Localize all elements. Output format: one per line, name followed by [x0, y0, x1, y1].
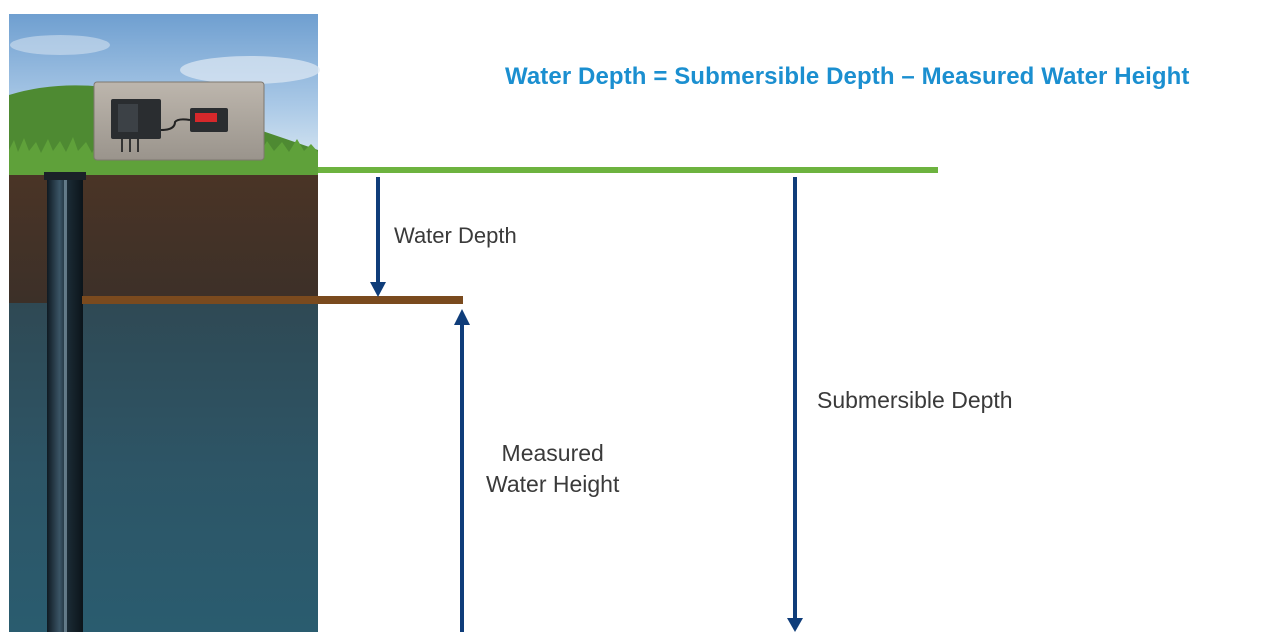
cloud	[180, 56, 320, 84]
wire	[160, 118, 191, 131]
measured-water-height-label: Measured Water Height	[486, 438, 619, 500]
controller-screen	[118, 104, 138, 132]
meter-display	[195, 113, 217, 122]
cloud	[10, 35, 110, 55]
measured-label-line2: Water Height	[486, 471, 620, 497]
submersible-depth-label: Submersible Depth	[817, 387, 1013, 413]
measured-label-line1: Measured	[501, 440, 604, 466]
ground-cross-section	[9, 14, 320, 632]
conduit	[121, 139, 139, 152]
measured-water-height-arrow	[454, 309, 470, 632]
formula-title: Water Depth = Submersible Depth – Measur…	[505, 63, 1190, 90]
water-depth-arrow	[370, 177, 386, 297]
well-cap	[44, 172, 86, 180]
drop-cable	[64, 180, 67, 632]
submersible-depth-arrow	[787, 177, 803, 632]
water-depth-label: Water Depth	[394, 223, 517, 248]
